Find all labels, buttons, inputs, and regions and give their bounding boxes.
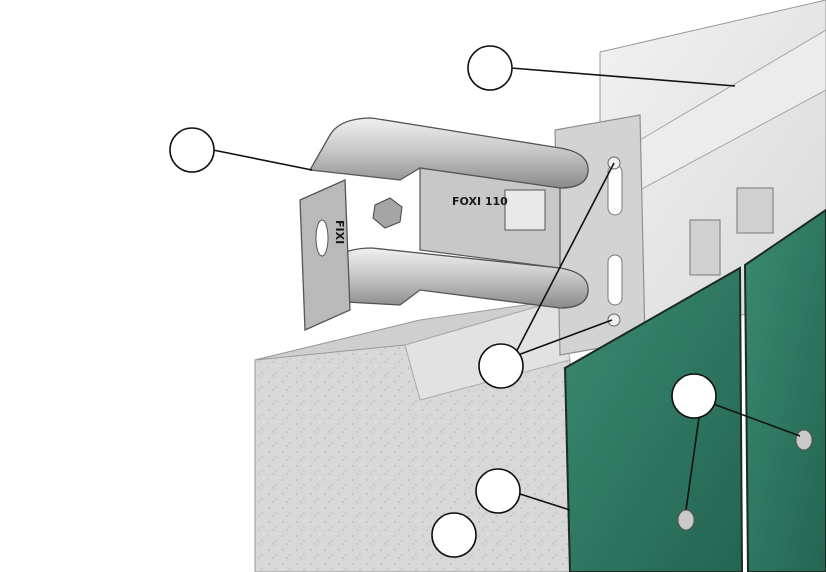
callout-circle	[467, 45, 513, 91]
callout-markers	[169, 45, 717, 558]
callout-circle	[169, 127, 215, 173]
bracket-front-text: FOXI 110	[452, 195, 508, 208]
leader-lines	[212, 67, 801, 511]
bracket-side-text: FIXI	[333, 220, 346, 244]
callout-circle	[431, 512, 477, 558]
facade-panels	[563, 187, 826, 572]
callout-circle	[475, 468, 521, 514]
panel-rivets	[677, 429, 813, 531]
fixi-bracket: FIXI FOXI 110	[299, 117, 589, 331]
callout-circle	[478, 343, 524, 389]
callout-circle	[671, 373, 717, 419]
